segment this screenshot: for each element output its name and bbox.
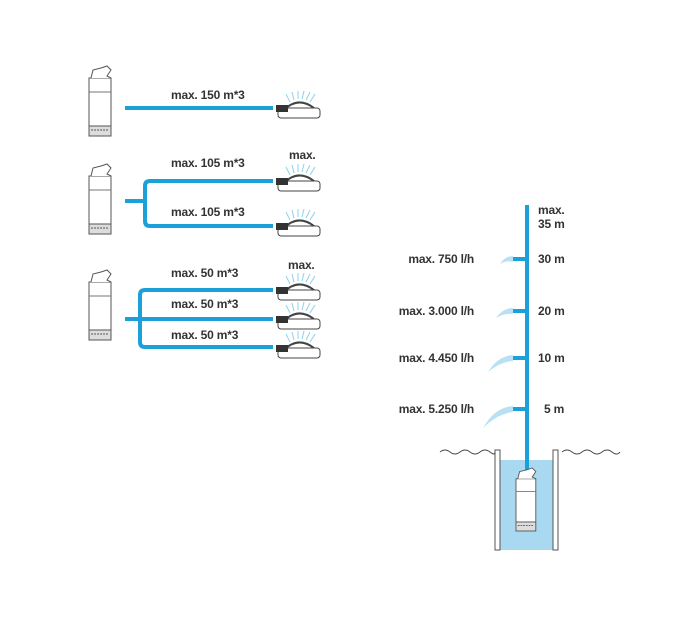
flow-rate-label: max. 5.250 l/h [398,402,474,416]
pump-icon [88,269,112,341]
hose-length-label: max. 50 m*3 [171,328,239,342]
outlet-taps [513,257,527,411]
hose-length-label: max. 105 m*3 [171,205,245,219]
hose-pipe [125,288,273,349]
submersible-pump-icon [515,467,537,532]
max-height-value: 35 m [538,217,565,231]
height-label: 10 m [538,351,565,365]
height-label: 20 m [538,304,565,318]
sprinkler-icon [275,208,321,237]
max-note: max. [289,148,316,162]
sprinkler-icon [275,301,321,330]
hose-length-label: max. 105 m*3 [171,156,245,170]
sprinkler-icon [275,272,321,301]
flow-rate-label: max. 4.450 l/h [398,351,474,365]
hose-length-label: max. 50 m*3 [171,266,239,280]
height-label: 5 m [544,402,565,416]
ground-grass [439,449,496,455]
max-height-label: max. [538,203,565,217]
max-note: max. [288,258,315,272]
well-wall [552,449,559,551]
hose-length-label: max. 150 m*3 [171,88,245,102]
pump-icon [88,163,112,235]
pump-icon [88,65,112,137]
hose-pipe [125,179,273,228]
flow-rate-label: max. 750 l/h [408,252,474,266]
hose-length-label: max. 50 m*3 [171,297,239,311]
water-jets [483,256,513,428]
height-label: 30 m [538,252,565,266]
flow-rate-label: max. 3.000 l/h [398,304,474,318]
ground-grass [561,449,621,455]
well-wall [494,449,501,551]
sprinkler-icon [275,163,321,192]
sprinkler-icon [275,330,321,359]
sprinkler-icon [275,90,321,119]
